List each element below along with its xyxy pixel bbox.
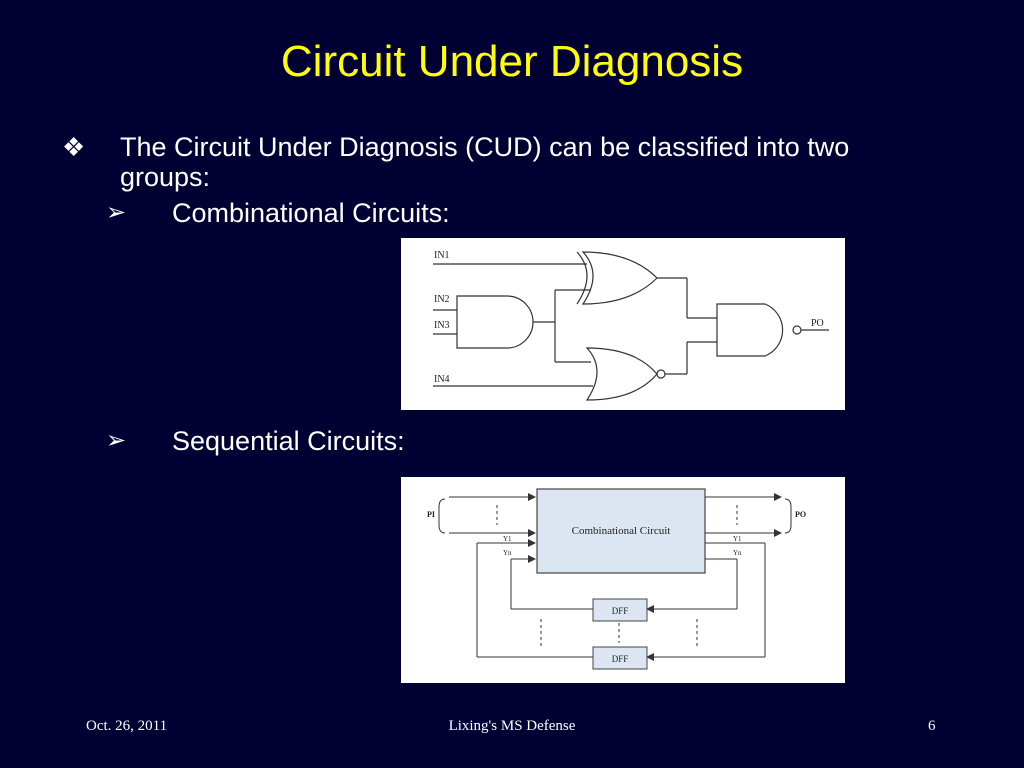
label-y1-in: Y1 [503,535,512,543]
label-dff-2: DFF [612,654,629,664]
arrow-bullet-icon: ➢ [106,199,127,226]
subbullet-sequential: Sequential Circuits: [172,426,405,456]
label-dff-1: DFF [612,606,629,616]
label-po-seq: PO [795,510,806,519]
label-in3: IN3 [434,320,450,331]
page-number: 6 [928,718,936,734]
label-yn-in: Yn [503,549,512,557]
subbullet-combinational: Combinational Circuits: [172,198,450,228]
diamond-bullet-icon: ❖ [62,132,86,162]
label-po: PO [811,318,824,329]
label-y1-out: Y1 [733,535,742,543]
combinational-circuit-diagram: IN1 IN2 IN3 IN4 PO [433,250,829,401]
main-bullet-text: The Circuit Under Diagnosis (CUD) can be… [120,132,850,192]
label-in4: IN4 [434,374,450,385]
footer-title: Lixing's MS Defense [448,718,576,734]
slide-title: Circuit Under Diagnosis [280,37,744,86]
label-pi: PI [427,510,435,519]
arrow-bullet-icon: ➢ [106,427,127,454]
sequential-circuit-figure: Combinational Circuit [401,477,845,683]
sequential-circuit-diagram: Combinational Circuit [427,488,806,670]
label-combinational-block: Combinational Circuit [572,525,671,537]
combinational-circuit-figure: IN1 IN2 IN3 IN4 PO [401,238,845,410]
footer-date: Oct. 26, 2011 [86,718,168,734]
label-in2: IN2 [434,294,450,305]
label-yn-out: Yn [733,549,742,557]
label-in1: IN1 [434,250,450,261]
